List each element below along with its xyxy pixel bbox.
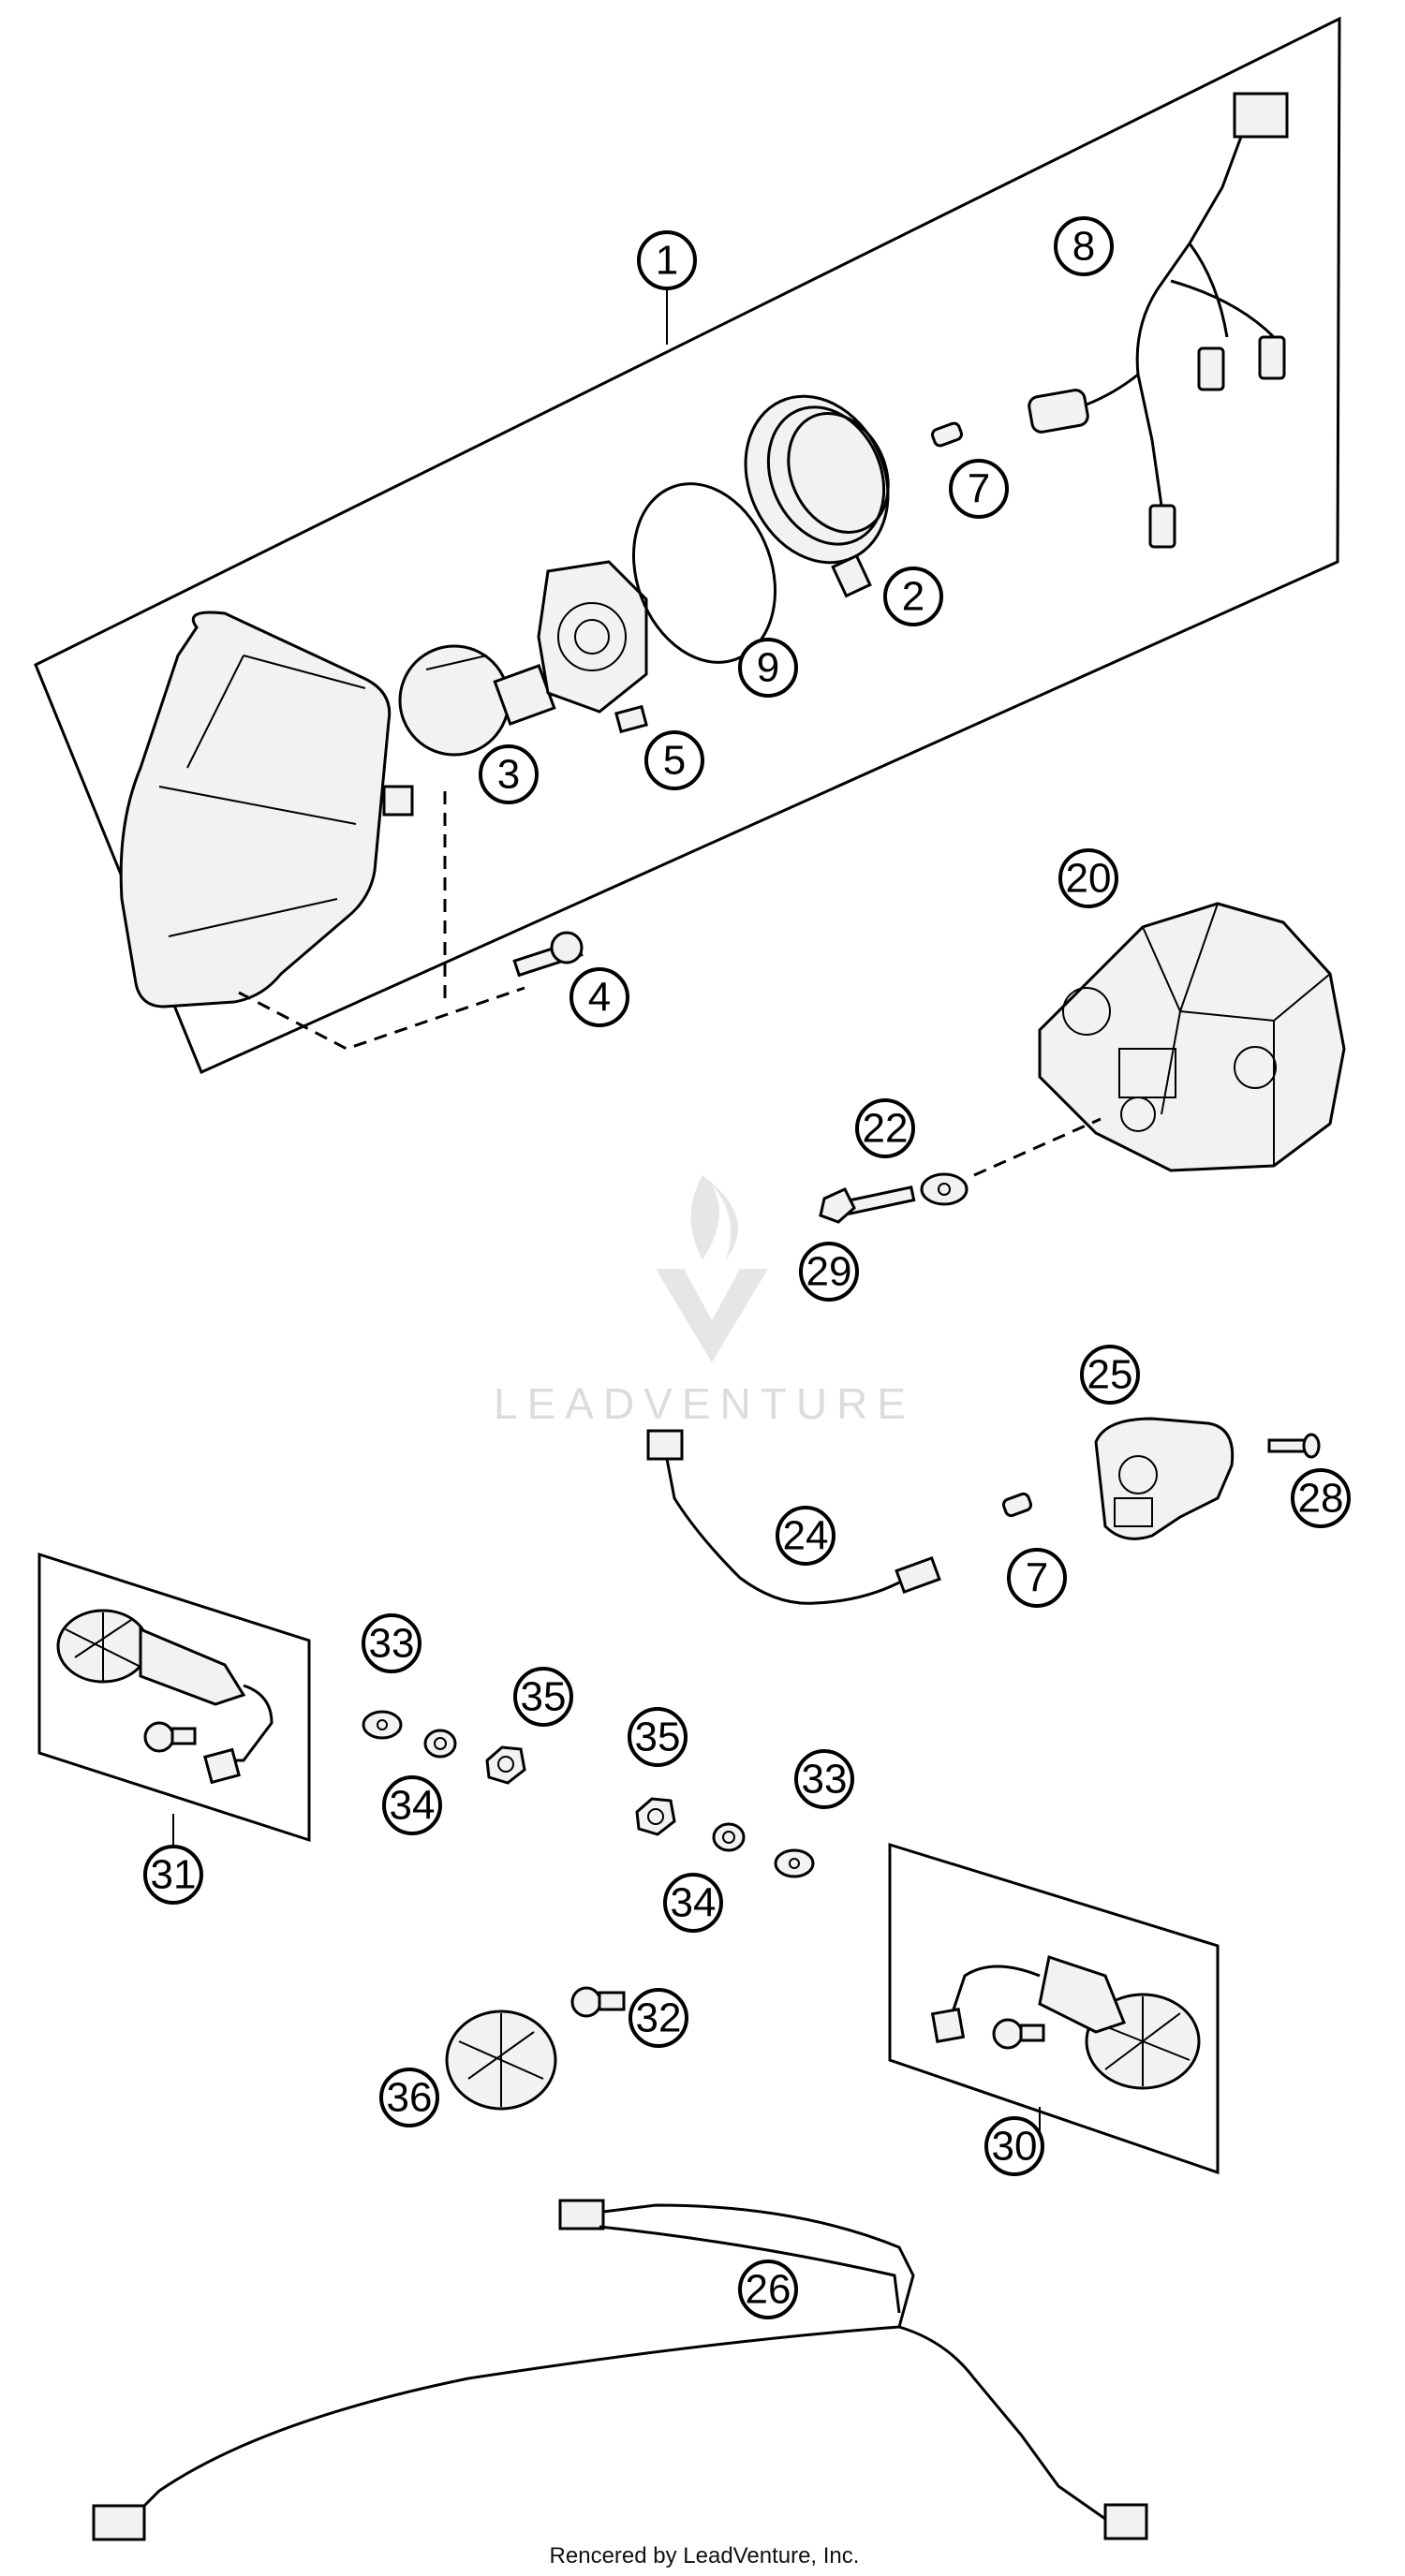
svg-text:33: 33 — [802, 1757, 848, 1803]
svg-text:24: 24 — [783, 1513, 829, 1559]
callout-26[interactable]: 26 — [738, 2260, 798, 2319]
callout-35b[interactable]: 35 — [628, 1707, 688, 1767]
svg-text:7: 7 — [1026, 1555, 1048, 1601]
svg-text:26: 26 — [746, 2267, 791, 2313]
svg-text:25: 25 — [1087, 1352, 1133, 1398]
callout-34b[interactable]: 34 — [663, 1873, 723, 1933]
svg-text:28: 28 — [1298, 1476, 1344, 1522]
callout-3[interactable]: 3 — [479, 744, 539, 804]
svg-text:7: 7 — [968, 466, 990, 512]
callout-31[interactable]: 31 — [143, 1845, 203, 1905]
svg-text:34: 34 — [671, 1880, 717, 1926]
nut-35a[interactable] — [485, 1745, 526, 1785]
svg-text:20: 20 — [1066, 856, 1112, 902]
callout-29[interactable]: 29 — [799, 1242, 859, 1302]
callout-36[interactable]: 36 — [379, 2068, 439, 2127]
svg-text:35: 35 — [635, 1715, 681, 1760]
lens-36[interactable] — [445, 2009, 557, 2111]
svg-text:4: 4 — [588, 975, 611, 1021]
wiring-harness-8[interactable] — [1028, 92, 1289, 549]
svg-text:34: 34 — [390, 1783, 436, 1829]
callout-33a[interactable]: 33 — [362, 1613, 422, 1673]
watermark: LEADVENTURE — [494, 1175, 915, 1428]
callout-7b[interactable]: 7 — [1007, 1548, 1067, 1608]
clip-5[interactable] — [614, 704, 648, 734]
callout-24[interactable]: 24 — [776, 1506, 836, 1566]
bulb-7a[interactable] — [931, 421, 963, 448]
cable-harness-26[interactable] — [92, 2199, 1148, 2541]
svg-text:1: 1 — [656, 238, 678, 284]
svg-text:29: 29 — [806, 1249, 852, 1295]
svg-text:8: 8 — [1072, 224, 1095, 270]
washer-22[interactable] — [920, 1172, 969, 1206]
bulb-32[interactable] — [570, 1986, 626, 2018]
svg-text:9: 9 — [757, 645, 779, 691]
washer-33a[interactable] — [362, 1710, 403, 1740]
tail-light-25[interactable] — [1094, 1417, 1235, 1540]
callout-4[interactable]: 4 — [569, 967, 629, 1027]
svg-text:32: 32 — [636, 1995, 682, 2041]
callout-33b[interactable]: 33 — [794, 1749, 854, 1809]
headlight-mask[interactable] — [119, 611, 414, 1008]
svg-text:22: 22 — [863, 1106, 909, 1152]
callout-5[interactable]: 5 — [644, 730, 704, 790]
gasket-9[interactable] — [610, 464, 799, 682]
svg-text:31: 31 — [151, 1852, 197, 1898]
callout-20[interactable]: 20 — [1058, 848, 1118, 908]
bulb-7b[interactable] — [1001, 1492, 1033, 1518]
callout-35a[interactable]: 35 — [513, 1667, 573, 1727]
callout-9[interactable]: 9 — [738, 638, 798, 698]
svg-text:2: 2 — [902, 574, 924, 620]
cable-24[interactable] — [646, 1429, 941, 1605]
screw-28[interactable] — [1267, 1433, 1321, 1459]
callout-25[interactable]: 25 — [1080, 1345, 1140, 1405]
nut-35b[interactable] — [635, 1797, 676, 1836]
watermark-text: LEADVENTURE — [494, 1379, 915, 1428]
callout-7[interactable]: 7 — [949, 459, 1009, 519]
bulb-3[interactable] — [398, 644, 556, 757]
callout-22[interactable]: 22 — [855, 1098, 915, 1158]
svg-text:30: 30 — [992, 2124, 1038, 2170]
lock-washer-34b[interactable] — [712, 1822, 746, 1852]
svg-text:3: 3 — [497, 752, 520, 798]
turn-signal-left-31[interactable] — [37, 1552, 311, 1843]
headlight-assembly-group — [34, 16, 1341, 1075]
footer-credit: Rencered by LeadVenture, Inc. — [550, 2543, 860, 2569]
callout-28[interactable]: 28 — [1291, 1468, 1351, 1528]
callout-1[interactable]: 1 — [637, 230, 697, 290]
screw-4[interactable] — [512, 931, 584, 978]
svg-text:35: 35 — [521, 1674, 567, 1720]
svg-text:33: 33 — [369, 1621, 415, 1667]
reflector-ring-2[interactable] — [719, 373, 914, 598]
callout-34a[interactable]: 34 — [382, 1775, 442, 1835]
washer-33b[interactable] — [774, 1848, 815, 1878]
bolt-29[interactable] — [819, 1185, 916, 1224]
callout-2[interactable]: 2 — [883, 567, 943, 626]
lock-washer-34a[interactable] — [423, 1729, 457, 1759]
svg-text:36: 36 — [387, 2075, 433, 2121]
bulb-holder[interactable] — [537, 560, 648, 714]
callout-30[interactable]: 30 — [984, 2116, 1044, 2176]
callout-8[interactable]: 8 — [1054, 216, 1114, 276]
svg-text:5: 5 — [663, 738, 686, 784]
turn-signal-right-30[interactable] — [888, 1842, 1220, 2175]
callout-32[interactable]: 32 — [629, 1988, 688, 2048]
instrument-housing-20[interactable] — [1038, 902, 1346, 1172]
